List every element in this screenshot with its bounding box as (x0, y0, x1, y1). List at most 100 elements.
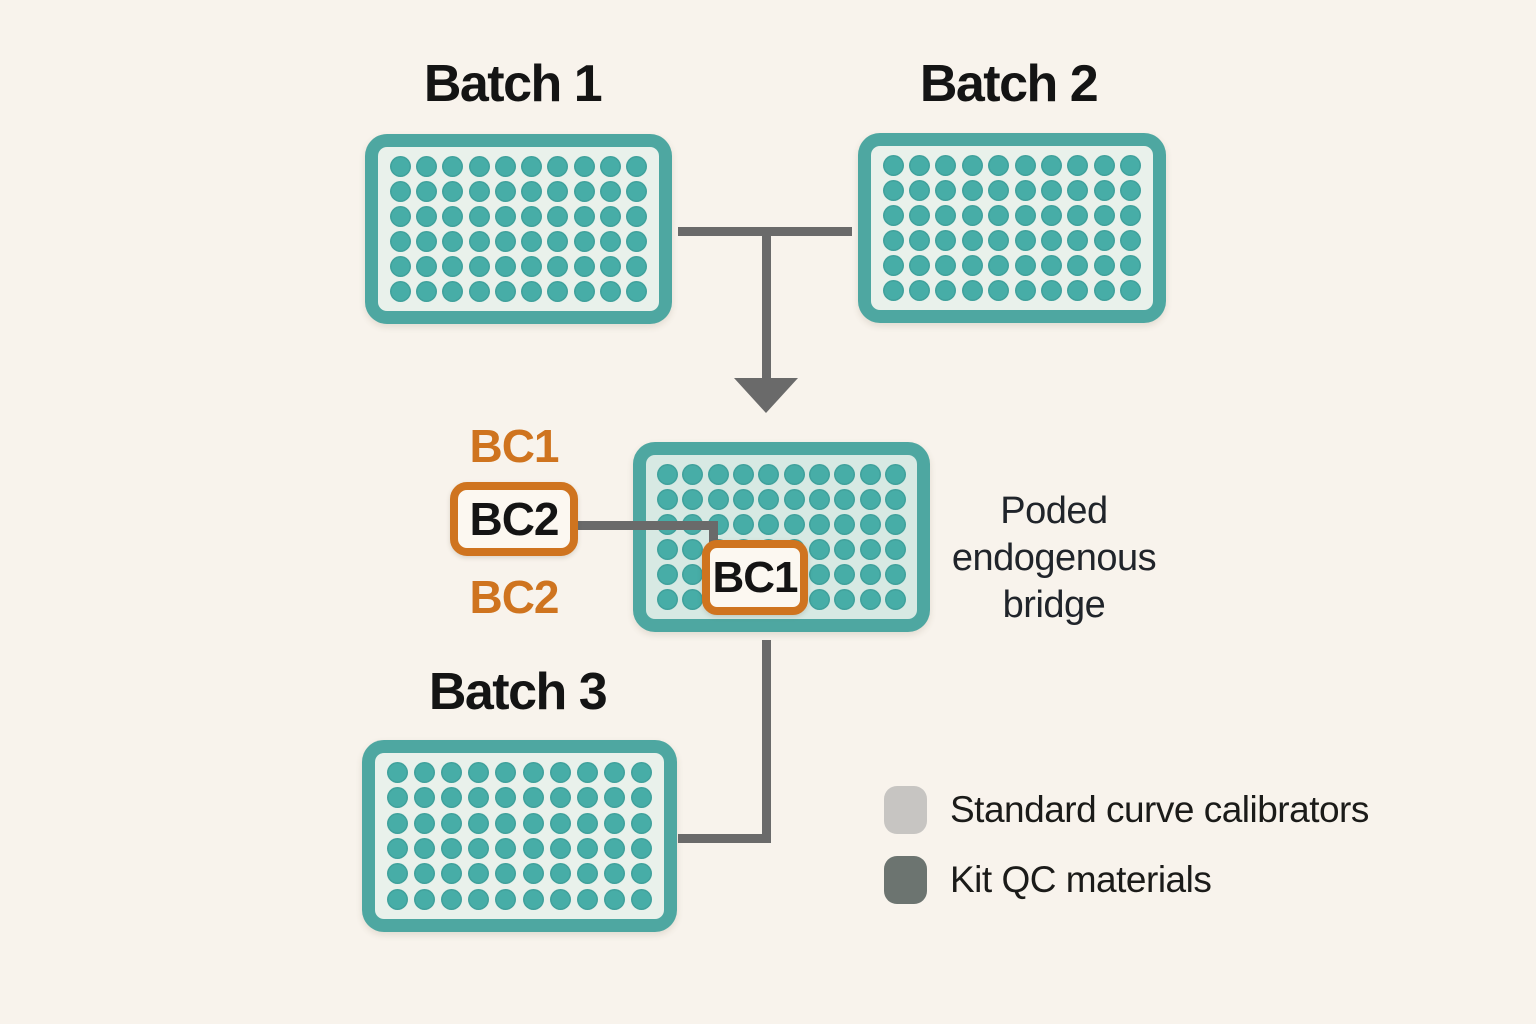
well (576, 888, 598, 910)
well (415, 256, 437, 277)
well (495, 787, 517, 809)
well (961, 205, 983, 226)
well (494, 231, 516, 252)
well (387, 888, 409, 910)
well (682, 464, 704, 485)
well (415, 206, 437, 227)
well (442, 281, 464, 302)
well (1014, 280, 1036, 301)
well (1014, 255, 1036, 276)
legend: Standard curve calibrators Kit QC materi… (884, 786, 1369, 904)
bc2-connector-vertical (709, 521, 718, 548)
well (495, 888, 517, 910)
well (547, 231, 569, 252)
well (468, 206, 490, 227)
batch2-title: Batch 2 (919, 55, 1099, 113)
well (882, 205, 904, 226)
well (882, 180, 904, 201)
well (576, 838, 598, 860)
well (522, 863, 544, 885)
well (834, 539, 856, 560)
well (521, 281, 543, 302)
well (834, 589, 856, 610)
well (522, 787, 544, 809)
well (657, 539, 679, 560)
well (600, 156, 622, 177)
well (494, 281, 516, 302)
well (442, 206, 464, 227)
well (909, 205, 931, 226)
well (573, 181, 595, 202)
bc1-callout-label: BC1 (469, 420, 559, 472)
well (961, 255, 983, 276)
well (573, 206, 595, 227)
well (859, 589, 881, 610)
well (1067, 155, 1089, 176)
well (909, 230, 931, 251)
well (682, 489, 704, 510)
well (573, 156, 595, 177)
merge-connector-vertical (762, 227, 771, 380)
well (468, 181, 490, 202)
well (547, 156, 569, 177)
well (414, 863, 436, 885)
well (414, 888, 436, 910)
well (494, 206, 516, 227)
well (603, 762, 625, 784)
well (961, 230, 983, 251)
well (441, 888, 463, 910)
well (808, 589, 830, 610)
well (442, 256, 464, 277)
well (988, 180, 1010, 201)
well (626, 181, 648, 202)
well (682, 539, 704, 560)
well (935, 155, 957, 176)
batch3-title: Batch 3 (428, 663, 608, 721)
well (521, 181, 543, 202)
well (573, 231, 595, 252)
plate-tray (871, 146, 1153, 310)
plate-tray (646, 455, 917, 619)
well (600, 206, 622, 227)
well (626, 231, 648, 252)
well (547, 206, 569, 227)
well (1067, 180, 1089, 201)
well (626, 281, 648, 302)
well (783, 464, 805, 485)
well (882, 280, 904, 301)
well (630, 888, 652, 910)
calibrators-swatch-icon (884, 786, 927, 834)
well (808, 539, 830, 560)
batch1-title: Batch 1 (423, 55, 603, 113)
well (935, 205, 957, 226)
well (1067, 280, 1089, 301)
well (603, 838, 625, 860)
well (961, 155, 983, 176)
well (808, 489, 830, 510)
well (1093, 205, 1115, 226)
well (549, 787, 571, 809)
well (468, 156, 490, 177)
well (389, 156, 411, 177)
well (657, 564, 679, 585)
plate-bridge (633, 442, 930, 632)
well (522, 888, 544, 910)
well (626, 156, 648, 177)
well (988, 280, 1010, 301)
well (387, 812, 409, 834)
bridge-caption-line3: bridge (1002, 584, 1106, 626)
well (657, 589, 679, 610)
qc-swatch-icon (884, 856, 927, 904)
well (882, 230, 904, 251)
well (603, 787, 625, 809)
well (909, 280, 931, 301)
well (1120, 155, 1142, 176)
well (1041, 280, 1063, 301)
well (468, 863, 490, 885)
well (573, 256, 595, 277)
well (859, 464, 881, 485)
well (414, 838, 436, 860)
well (468, 231, 490, 252)
well (1014, 155, 1036, 176)
well (961, 180, 983, 201)
